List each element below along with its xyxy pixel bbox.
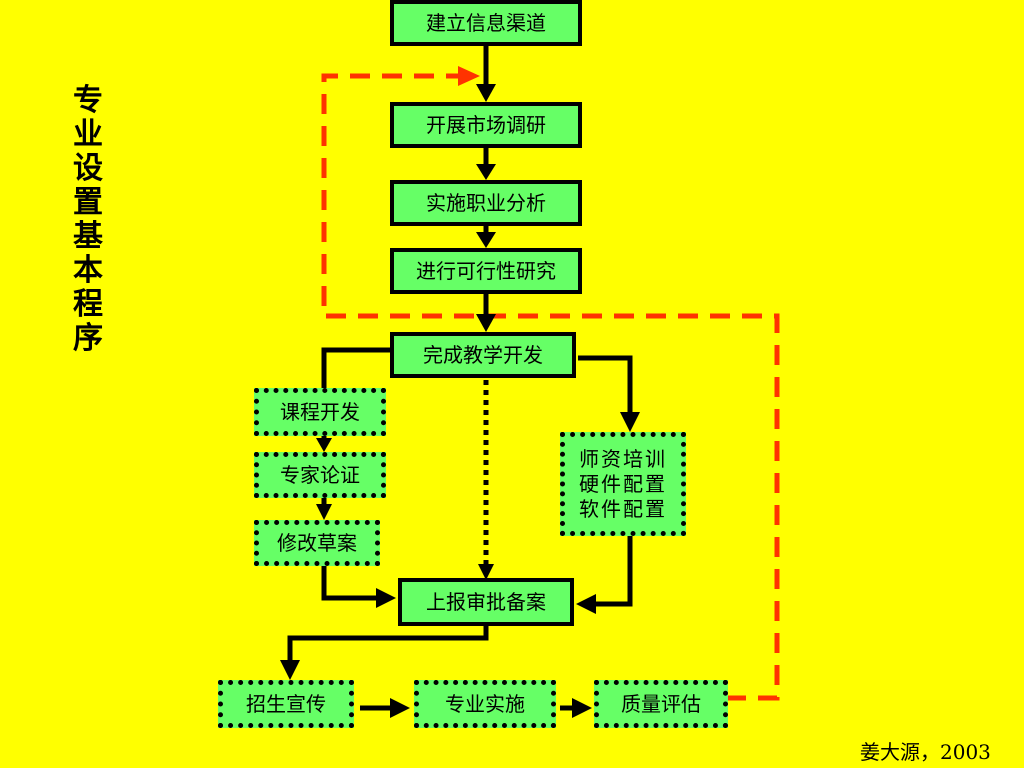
feedback-arrowhead: [458, 66, 480, 86]
node-enrollment: 招生宣传: [218, 680, 354, 728]
node-teaching-dev: 完成教学开发: [390, 332, 576, 378]
title-char: 专: [73, 83, 103, 118]
node-revise-draft: 修改草案: [254, 520, 380, 566]
title-char: 置: [73, 185, 103, 220]
resource-item: 软件配置: [579, 496, 667, 521]
vertical-title: 专 业 设 置 基 本 程 序: [66, 84, 110, 356]
resource-item: 硬件配置: [579, 471, 667, 496]
node-course-dev: 课程开发: [254, 388, 386, 436]
title-char: 序: [73, 321, 103, 356]
title-char: 基: [73, 219, 103, 254]
node-resources: 师资培训 硬件配置 软件配置: [560, 432, 686, 536]
title-char: 本: [73, 253, 103, 288]
node-expert-review: 专家论证: [254, 452, 386, 498]
node-job-analysis: 实施职业分析: [390, 180, 582, 226]
node-feasibility: 进行可行性研究: [390, 248, 582, 294]
author-credit: 姜大源，2003: [860, 740, 991, 764]
title-char: 程: [73, 287, 103, 322]
node-submit-approval: 上报审批备案: [398, 578, 574, 626]
title-char: 业: [73, 117, 103, 152]
node-evaluation: 质量评估: [594, 680, 728, 728]
node-market-research: 开展市场调研: [390, 102, 582, 148]
node-build-channels: 建立信息渠道: [390, 0, 582, 46]
node-implementation: 专业实施: [414, 680, 556, 728]
title-char: 设: [73, 151, 103, 186]
feedback-loop-line: [321, 73, 780, 701]
resource-item: 师资培训: [579, 446, 667, 471]
